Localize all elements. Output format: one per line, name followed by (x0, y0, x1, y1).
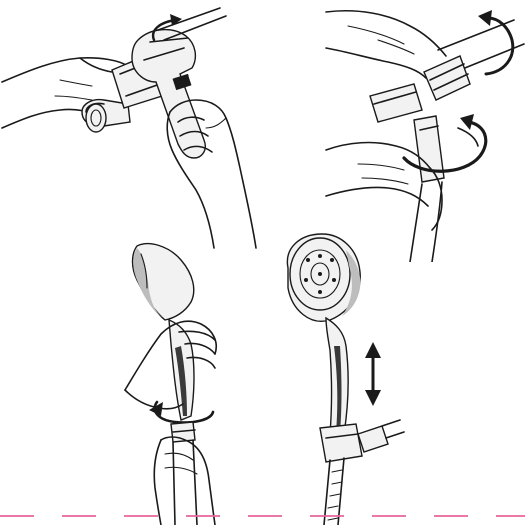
step-unscrew-head-panel (115, 240, 225, 525)
step-twist-connector-panel (318, 0, 525, 262)
up-down-arrow-icon (365, 342, 381, 406)
cut-line (0, 514, 525, 517)
step-wrench-panel (0, 0, 262, 250)
step-slide-holder-panel (270, 228, 420, 525)
